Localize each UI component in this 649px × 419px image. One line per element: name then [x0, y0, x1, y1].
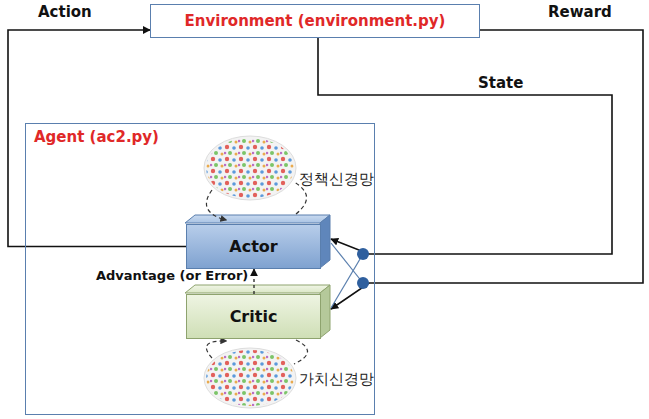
actor-top-face [185, 215, 330, 223]
node-text: Environment (environment.py) [185, 12, 446, 30]
edge-label: Action [38, 3, 92, 21]
connector [253, 269, 254, 294]
input-node [357, 277, 369, 289]
edge-label: State [478, 74, 523, 92]
edge-label: Advantage (or Error) [96, 268, 248, 283]
cross-wire [331, 243, 363, 283]
network-label: 가치신경망 [299, 370, 374, 389]
policy-brain [204, 136, 307, 220]
connector [318, 38, 612, 254]
value-brain [204, 340, 308, 408]
connector [331, 30, 643, 309]
node-text: Agent (ac2.py) [34, 128, 159, 146]
environment-box: Environment (environment.py) [150, 4, 480, 38]
actor-side-face [320, 215, 330, 268]
connector [8, 30, 186, 247]
edge-label: Reward [548, 3, 612, 21]
node-text: Critic [230, 307, 278, 326]
actor-box: Actor [186, 224, 321, 269]
input-node [357, 248, 369, 260]
node-text: Actor [229, 237, 277, 256]
critic-side-face [320, 285, 330, 338]
critic-box: Critic [186, 294, 321, 339]
critic-top-face [185, 285, 330, 293]
network-label: 정책신경망 [299, 170, 374, 189]
